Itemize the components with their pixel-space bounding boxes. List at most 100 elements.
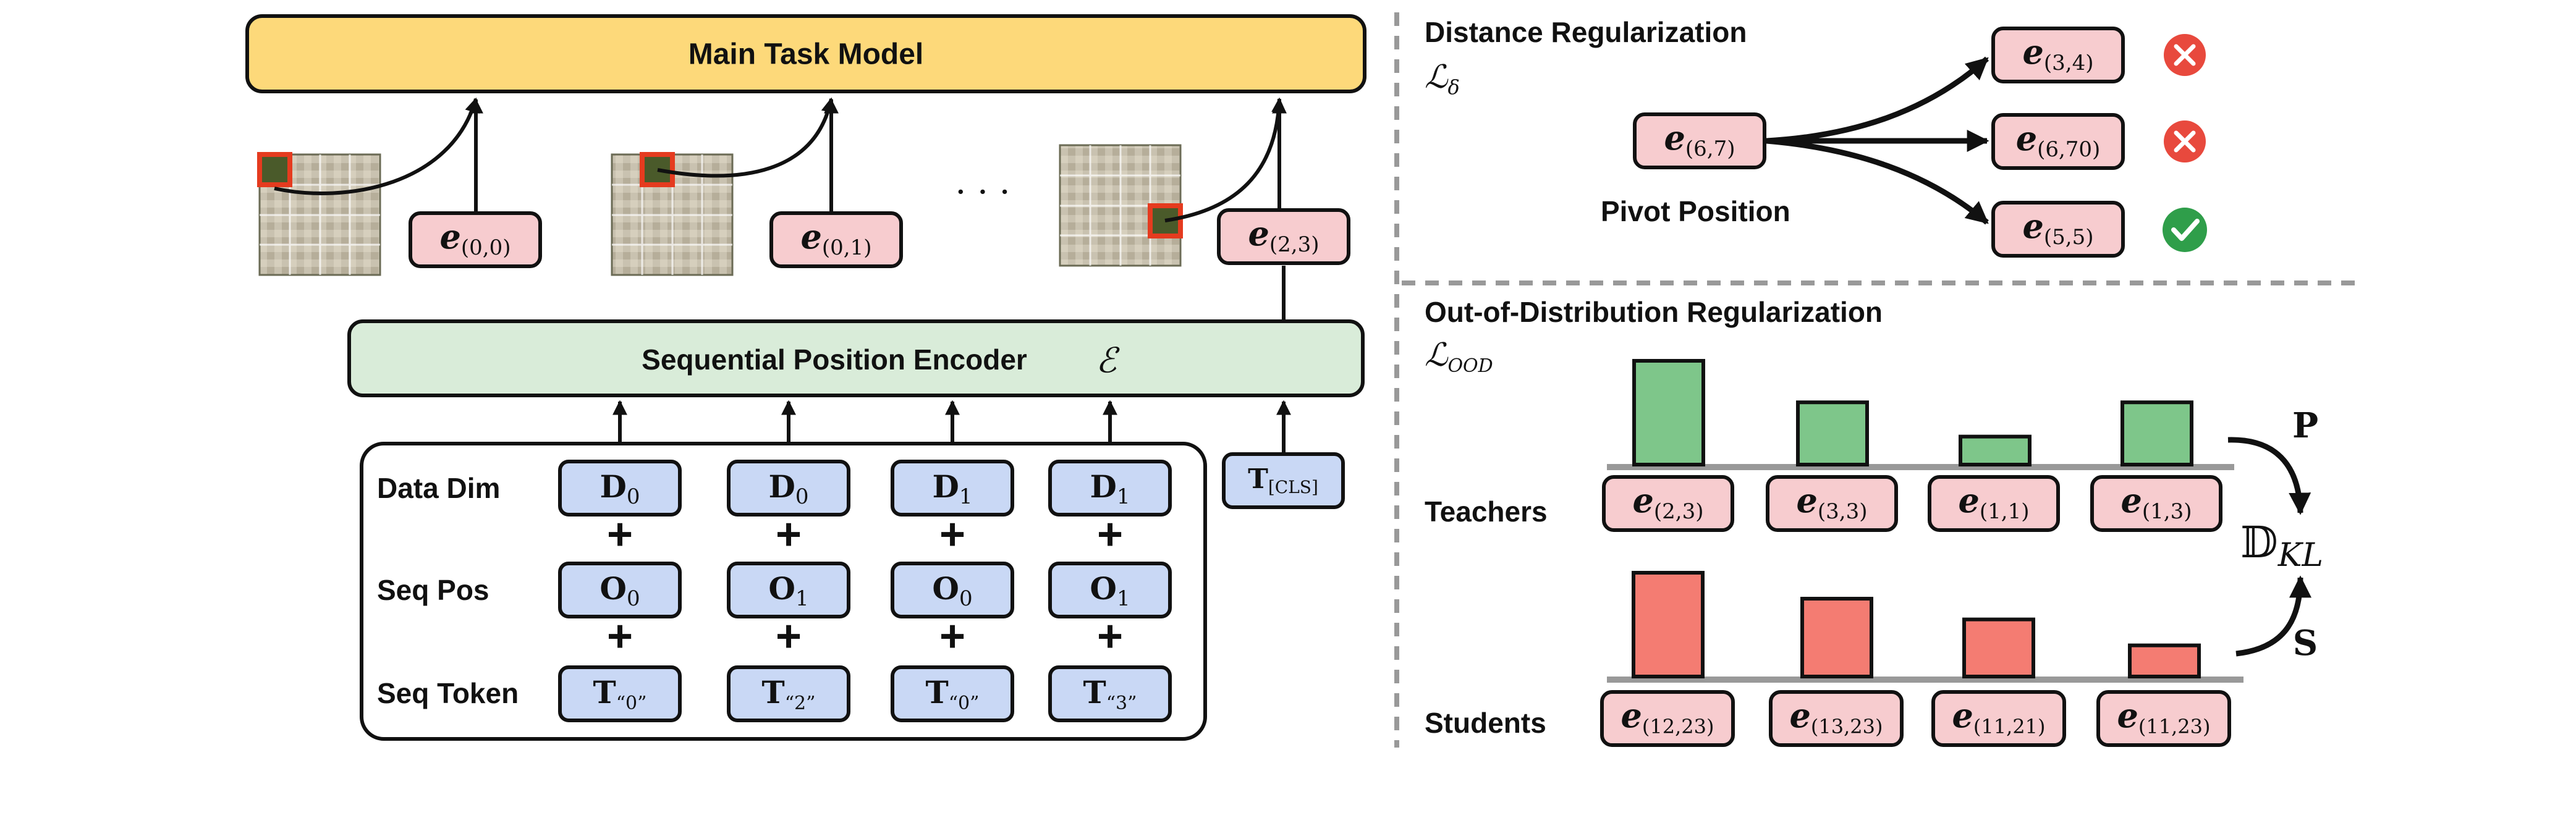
undefined-bar	[2121, 400, 2193, 467]
svg-text:e(0,0): e(0,0)	[440, 217, 511, 260]
s-arrow	[2235, 575, 2311, 657]
ood-loss: ℒOOD	[1425, 337, 1493, 377]
data-dim-token-text: D0	[769, 468, 809, 509]
undefined-bar	[2128, 643, 2201, 678]
seq-pos-token-text: O0	[932, 570, 972, 611]
pivot-embedding-box: e(6,7)	[1633, 112, 1766, 169]
undefined-bar	[1959, 434, 2032, 467]
distance-target-3: e(5,5)	[1991, 201, 2125, 258]
plus-sign: +	[776, 612, 802, 661]
student-bars	[1632, 571, 2201, 678]
main-task-model-label: Main Task Model	[688, 38, 924, 71]
svg-text:e(2,3): e(2,3)	[1633, 481, 1704, 524]
wrong-icon	[2164, 120, 2206, 162]
data-dim-token-box: D0	[727, 460, 850, 517]
wrong-icon	[2164, 34, 2206, 76]
token-grid: D0+D0+D1+D1+O0+O1+O0+O1+T“0”T“2”T“0”T“3”	[558, 460, 1172, 722]
data-dim-token-box: D0	[558, 460, 682, 517]
patch-highlight	[640, 152, 675, 187]
patch-arrow-2	[657, 97, 836, 178]
svg-text:e(1,3): e(1,3)	[2121, 481, 2192, 524]
svg-text:e(1,1): e(1,1)	[1959, 481, 2030, 524]
token-container	[360, 442, 1207, 741]
data-dim-token-box: D1	[1048, 460, 1172, 517]
svg-text:e(11,23): e(11,23)	[2117, 696, 2211, 738]
data-dim-token-text: D1	[933, 468, 973, 509]
plus-sign: +	[939, 510, 965, 559]
seq-token-text: T“2”	[762, 674, 816, 714]
svg-text:e(13,23): e(13,23)	[1790, 696, 1883, 738]
pivot-position-label: Pivot Position	[1601, 195, 1790, 227]
seq-token-text: T“3”	[1083, 674, 1137, 714]
teachers-label: Teachers	[1425, 495, 1548, 528]
teacher-embedding-2: e(3,3)	[1766, 475, 1898, 532]
row-label-seq-pos: Seq Pos	[377, 574, 489, 606]
patch-arrow-1	[274, 97, 480, 195]
distance-target-1: e(3,4)	[1991, 27, 2125, 83]
student-embedding-4: e(11,23)	[2096, 690, 2231, 747]
sequential-position-encoder: Sequential Position Encoder ℰ	[347, 319, 1365, 397]
seq-pos-token-box: O0	[891, 562, 1014, 618]
patch-arrow-3	[1164, 97, 1287, 222]
svg-text:e(5,5): e(5,5)	[2023, 206, 2094, 250]
seq-pos-token-text: O1	[768, 570, 808, 611]
undefined-bar	[1632, 359, 1705, 466]
undefined-bar	[1796, 400, 1869, 467]
s-label: S	[2293, 623, 2318, 664]
distance-arrow-1	[1766, 56, 1989, 144]
plus-sign: +	[776, 510, 802, 559]
svg-text:e(6,7): e(6,7)	[1664, 118, 1735, 161]
image-grid-1	[257, 152, 381, 276]
student-embedding-3: e(11,21)	[1931, 690, 2066, 747]
cls-token-box: T[CLS]	[1222, 452, 1345, 509]
undefined-bar	[1962, 617, 2035, 678]
p-label: P	[2292, 405, 2318, 446]
seq-pos-token-box: O1	[727, 562, 850, 618]
seq-pos-token-text: O0	[600, 570, 640, 611]
patch-highlight	[257, 152, 292, 187]
dkl-label: 𝔻KL	[2240, 517, 2323, 574]
svg-text:e(2,3): e(2,3)	[1248, 214, 1320, 257]
svg-text:e(0,1): e(0,1)	[801, 217, 872, 260]
seq-token-text: T“0”	[926, 674, 980, 714]
seq-pos-token-text: O1	[1090, 570, 1130, 611]
student-embedding-1: e(12,23)	[1600, 690, 1735, 747]
main-task-model-box: Main Task Model	[245, 14, 1366, 93]
svg-text:e(3,3): e(3,3)	[1797, 481, 1868, 524]
seq-pos-token-box: O1	[1048, 562, 1172, 618]
image-grid-3	[1059, 144, 1183, 267]
svg-text:e(12,23): e(12,23)	[1621, 696, 1714, 738]
seq-pos-token-box: O0	[558, 562, 682, 618]
svg-text:T[CLS]: T[CLS]	[1248, 463, 1318, 497]
embedding-box-1: e(0,0)	[409, 211, 542, 268]
teacher-embedding-1: e(2,3)	[1602, 475, 1734, 532]
seq-token-box: T“2”	[727, 665, 850, 722]
plus-sign: +	[607, 612, 633, 661]
encoder-label: Sequential Position Encoder	[642, 344, 1027, 376]
row-label-data-dim: Data Dim	[377, 472, 500, 504]
embedding-box-2: e(0,1)	[769, 211, 903, 268]
teacher-embedding-4: e(1,3)	[2090, 475, 2222, 532]
distance-loss: ℒδ	[1425, 59, 1460, 99]
teacher-bars	[1632, 359, 2193, 467]
students-label: Students	[1425, 707, 1546, 739]
distance-arrow-3	[1766, 138, 1989, 225]
seq-token-box: T“3”	[1048, 665, 1172, 722]
plus-sign: +	[939, 612, 965, 661]
distance-title: Distance Regularization	[1425, 16, 1747, 48]
svg-text:e(11,21): e(11,21)	[1952, 696, 2046, 738]
ellipsis: · · ·	[955, 172, 1010, 213]
data-dim-token-box: D1	[891, 460, 1014, 517]
p-arrow	[2227, 437, 2311, 515]
seq-token-box: T“0”	[558, 665, 682, 722]
data-dim-token-text: D1	[1090, 468, 1130, 509]
ood-title: Out-of-Distribution Regularization	[1425, 296, 1883, 328]
row-label-seq-token: Seq Token	[377, 677, 519, 709]
encoder-symbol: ℰ	[1096, 341, 1120, 381]
plus-sign: +	[607, 510, 633, 559]
embedding-box-3: e(2,3)	[1217, 208, 1350, 265]
plus-sign: +	[1097, 612, 1123, 661]
check-icon	[2163, 208, 2207, 252]
student-embedding-2: e(13,23)	[1769, 690, 1904, 747]
